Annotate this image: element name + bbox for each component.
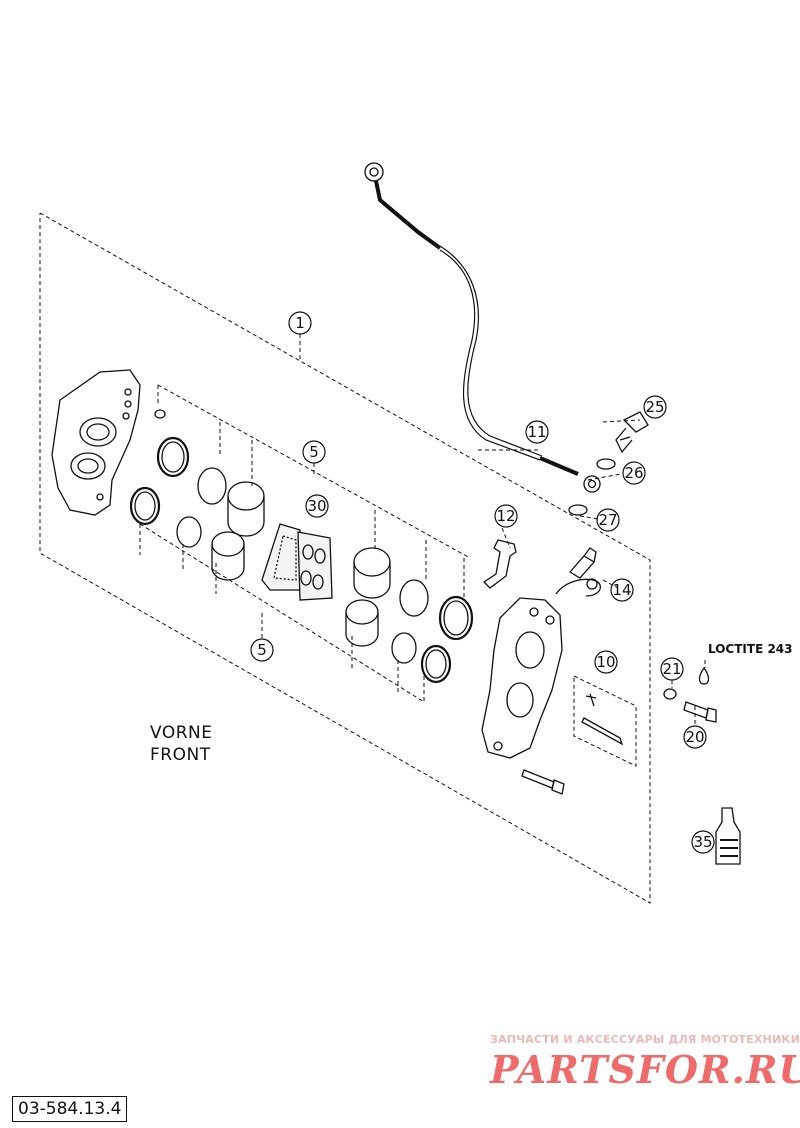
svg-text:11: 11 <box>527 423 546 441</box>
piston-upper-right <box>353 547 391 599</box>
piston-seals-right-upper <box>399 579 474 641</box>
svg-text:1: 1 <box>295 314 305 332</box>
caliper-bolt <box>521 769 565 795</box>
piston-upper-left <box>227 481 265 537</box>
threadlocker-bottle <box>715 807 741 865</box>
piston-seals-right-lower <box>391 632 452 684</box>
caliper-half-left <box>51 369 141 516</box>
svg-text:5: 5 <box>257 641 267 659</box>
washer-21 <box>663 688 677 700</box>
svg-text:30: 30 <box>307 497 326 515</box>
leader-lines <box>139 334 706 726</box>
callout-35: 35 <box>691 830 715 854</box>
screw-20 <box>683 701 717 723</box>
svg-text:10: 10 <box>596 653 615 671</box>
piston-seals-upper <box>156 436 227 505</box>
piston-seals-lower <box>129 486 202 548</box>
bleed-screw <box>555 547 601 597</box>
svg-text:25: 25 <box>645 398 664 416</box>
pad-spring <box>482 539 517 589</box>
svg-text:26: 26 <box>624 464 643 482</box>
banjo-bolt <box>615 411 649 454</box>
watermark-logo: PARTSFOR.RU <box>490 1047 800 1092</box>
label-front: FRONT <box>150 745 211 765</box>
svg-text:27: 27 <box>598 511 617 529</box>
svg-text:14: 14 <box>612 581 631 599</box>
brake-pad-set <box>261 523 333 601</box>
piston-lower-right <box>345 599 379 647</box>
callout-1: 1 <box>288 311 312 335</box>
loctite-label: LOCTITE 243 <box>708 642 793 656</box>
caliper-half-right <box>481 597 563 759</box>
brake-hose <box>364 162 601 493</box>
loctite-drop <box>698 666 710 685</box>
callout-markers: 1 5 5 30 11 12 25 26 27 14 10 21 20 35 <box>250 311 715 854</box>
callout-21: 21 <box>660 657 684 681</box>
svg-text:12: 12 <box>496 507 515 525</box>
svg-text:20: 20 <box>685 728 704 746</box>
label-vorne: VORNE <box>150 723 213 743</box>
bleed-cap <box>154 409 166 419</box>
svg-text:5: 5 <box>309 443 319 461</box>
diagram-reference-number: 03-584.13.4 <box>12 1096 128 1122</box>
sealing-washer-27 <box>568 504 588 516</box>
pad-pin-kit <box>573 675 637 767</box>
callout-25: 25 <box>643 395 667 419</box>
watermark-tagline: ЗАПЧАСТИ И АКСЕССУАРЫ ДЛЯ МОТОТЕХНИКИ <box>490 1033 800 1046</box>
callout-27: 27 <box>596 508 620 532</box>
callout-14: 14 <box>610 578 634 602</box>
callout-20: 20 <box>683 725 707 749</box>
callout-10: 10 <box>594 650 618 674</box>
direction-label: VORNE FRONT <box>150 722 212 766</box>
sealing-washer-26 <box>596 458 616 470</box>
callout-26: 26 <box>622 461 646 485</box>
callout-12: 12 <box>494 504 518 528</box>
callout-5-upper: 5 <box>302 440 326 464</box>
svg-text:21: 21 <box>662 660 681 678</box>
svg-text:35: 35 <box>693 833 712 851</box>
assembly-frame <box>39 212 651 904</box>
callout-5-lower: 5 <box>250 638 274 662</box>
callout-11: 11 <box>525 420 549 444</box>
piston-lower-left <box>211 531 245 581</box>
callout-30: 30 <box>305 494 329 518</box>
